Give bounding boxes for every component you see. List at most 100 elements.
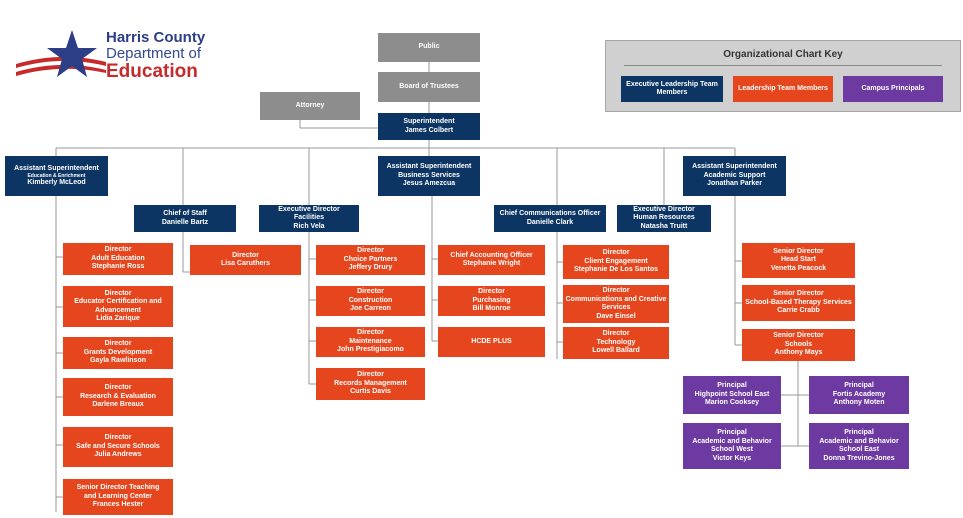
- node-title: Chief Communications Officer: [499, 210, 601, 217]
- node-person: Donna Trevino-Jones: [823, 454, 895, 462]
- node-title: Principal: [717, 382, 747, 390]
- node-person: Marion Cooksey: [704, 399, 760, 407]
- node-person: Bill Monroe: [472, 305, 511, 313]
- key-leadership-label: Leadership Team Members: [738, 84, 828, 92]
- node-person: Stephanie Wright: [462, 260, 521, 267]
- node-title: Director: [232, 251, 259, 259]
- node-title: Principal: [844, 429, 874, 436]
- node-person: Carrie Crabb: [777, 307, 820, 315]
- node-campus: Fortis Academy: [832, 390, 886, 398]
- node-title: Chief of Staff: [163, 210, 207, 217]
- logo-line-1: Harris County: [106, 29, 206, 46]
- node-title: Executive Director: [633, 205, 695, 213]
- node-department: Academic Support: [703, 171, 766, 179]
- node-title: Director: [104, 289, 132, 297]
- node-department: Maintenance: [349, 337, 392, 345]
- node-title: Director: [104, 340, 132, 348]
- node-title: Public: [418, 43, 440, 51]
- hcde-logo: [14, 26, 244, 86]
- node-board-of-trustees: Board of Trustees: [378, 72, 480, 102]
- node-public: Public: [378, 33, 480, 62]
- node-person: Curtis Davis: [350, 388, 391, 396]
- chart-key-title: Organizational Chart Key: [723, 49, 843, 60]
- node-title: Executive Director: [278, 205, 340, 213]
- node-person: John Prestigiacomo: [337, 346, 404, 354]
- node-title: Senior Director Teaching: [76, 484, 160, 492]
- node-title: Director: [357, 247, 384, 255]
- node-title: Chief Accounting Officer: [450, 251, 533, 259]
- node-title: Assistant Superintendent: [14, 164, 99, 172]
- node-person: Danielle Bartz: [161, 218, 209, 226]
- node-title: Director: [602, 249, 630, 257]
- node-person: Jesus Amezcua: [402, 180, 456, 188]
- node-person: Stephanie Ross: [91, 263, 145, 271]
- node-title: Assistant Superintendent: [386, 163, 472, 171]
- node-department: Educator Certification and Advancement: [74, 298, 162, 314]
- node-department: School-Based Therapy Services: [745, 298, 852, 306]
- node-person: Anthony Mays: [774, 349, 823, 357]
- node-department: Safe and Secure Schools: [76, 442, 160, 450]
- key-executive-swatch: Executive Leadership Team Members: [621, 76, 723, 102]
- node-person: Dave Einsel: [596, 312, 636, 320]
- node-department: Head Start: [780, 256, 816, 264]
- logo-line-3: Education: [106, 61, 198, 82]
- node-title: Principal: [717, 429, 747, 436]
- node-person: Darlene Breaux: [92, 401, 144, 409]
- node-department: Records Management: [334, 379, 407, 387]
- node-person: Gayla Rawlinson: [89, 357, 147, 365]
- logo-wordmark: Harris County Department of Education: [106, 30, 205, 82]
- node-title: Board of Trustees: [399, 82, 459, 90]
- node-person: Jeffery Drury: [348, 264, 393, 272]
- node-title: Director: [357, 329, 384, 337]
- node-campus: Academic and Behavior School East: [819, 437, 899, 454]
- node-person: Frances Hester: [92, 501, 144, 509]
- node-person: Lisa Caruthers: [220, 260, 271, 267]
- node-person: Julia Andrews: [94, 451, 142, 459]
- node-department: Grants Development: [83, 348, 153, 356]
- node-title: HCDE PLUS: [471, 337, 512, 345]
- node-title: Director: [357, 288, 384, 296]
- node-person: Venetta Peacock: [770, 264, 827, 272]
- node-department: Human Resources: [633, 214, 695, 222]
- node-department: Communications and Creative Services: [565, 295, 667, 312]
- node-department: Client Engagement: [584, 257, 648, 265]
- node-department: Choice Partners: [343, 255, 398, 263]
- star-flag-icon: [16, 30, 106, 77]
- node-attorney: Attorney: [260, 92, 360, 120]
- node-title: Director: [104, 246, 132, 254]
- node-department: Schools: [784, 340, 813, 348]
- node-department: Purchasing: [472, 296, 511, 304]
- node-department: Construction: [348, 296, 393, 304]
- node-person: Stephanie De Los Santos: [573, 266, 659, 274]
- chart-key-divider: [624, 65, 942, 66]
- node-title: Director: [602, 287, 630, 294]
- node-department: Technology: [596, 338, 636, 346]
- logo-line-2: Department of: [106, 45, 202, 62]
- node-person: Rich Vela: [293, 222, 325, 230]
- node-person: Natasha Truitt: [640, 222, 688, 230]
- node-title: Director: [104, 384, 132, 392]
- node-subtitle: Education & Enrichment: [27, 173, 86, 179]
- node-title: Senior Director: [773, 290, 824, 298]
- node-department: Adult Education: [91, 254, 145, 262]
